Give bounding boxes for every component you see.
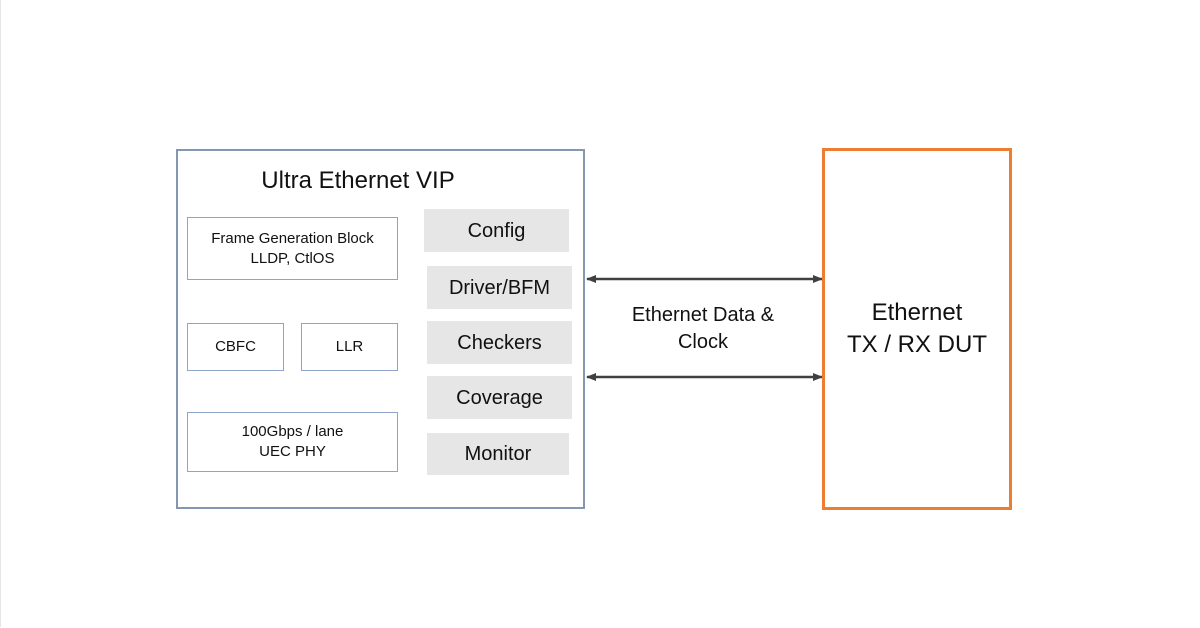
config-component: Config bbox=[424, 209, 569, 252]
dut-title: Ethernet bbox=[871, 299, 963, 326]
driver-bfm-label: Driver/BFM bbox=[448, 276, 551, 299]
checkers-label: Checkers bbox=[457, 331, 542, 354]
phy-name-label: UEC PHY bbox=[259, 443, 326, 460]
frame-generation-label: Frame Generation Block bbox=[211, 229, 374, 247]
link-label-line2: Clock bbox=[677, 331, 728, 353]
coverage-component: Coverage bbox=[427, 376, 572, 419]
link-label-line1: Ethernet Data & bbox=[631, 304, 775, 326]
cbfc-label: CBFC bbox=[215, 338, 256, 355]
frame-generation-protocols: LLDP, CtlOS bbox=[250, 249, 335, 267]
cbfc-block: CBFC bbox=[187, 323, 284, 371]
config-label: Config bbox=[467, 219, 526, 242]
ethernet-dut-box: Ethernet TX / RX DUT bbox=[822, 148, 1012, 510]
vip-title: Ultra Ethernet VIP bbox=[261, 167, 455, 194]
monitor-label: Monitor bbox=[464, 443, 532, 465]
link-label: Ethernet Data & Clock bbox=[603, 302, 803, 356]
monitor-component: Monitor bbox=[427, 433, 569, 475]
checkers-component: Checkers bbox=[427, 321, 572, 364]
coverage-label: Coverage bbox=[456, 386, 543, 409]
dut-subtitle: TX / RX DUT bbox=[846, 331, 987, 358]
llr-label: LLR bbox=[335, 338, 364, 355]
phy-speed-label: 100Gbps / lane bbox=[241, 423, 344, 440]
driver-bfm-component: Driver/BFM bbox=[427, 266, 572, 309]
frame-generation-block: Frame Generation Block LLDP, CtlOS bbox=[187, 217, 398, 280]
phy-block: 100Gbps / lane UEC PHY bbox=[187, 412, 398, 472]
llr-block: LLR bbox=[301, 323, 398, 371]
